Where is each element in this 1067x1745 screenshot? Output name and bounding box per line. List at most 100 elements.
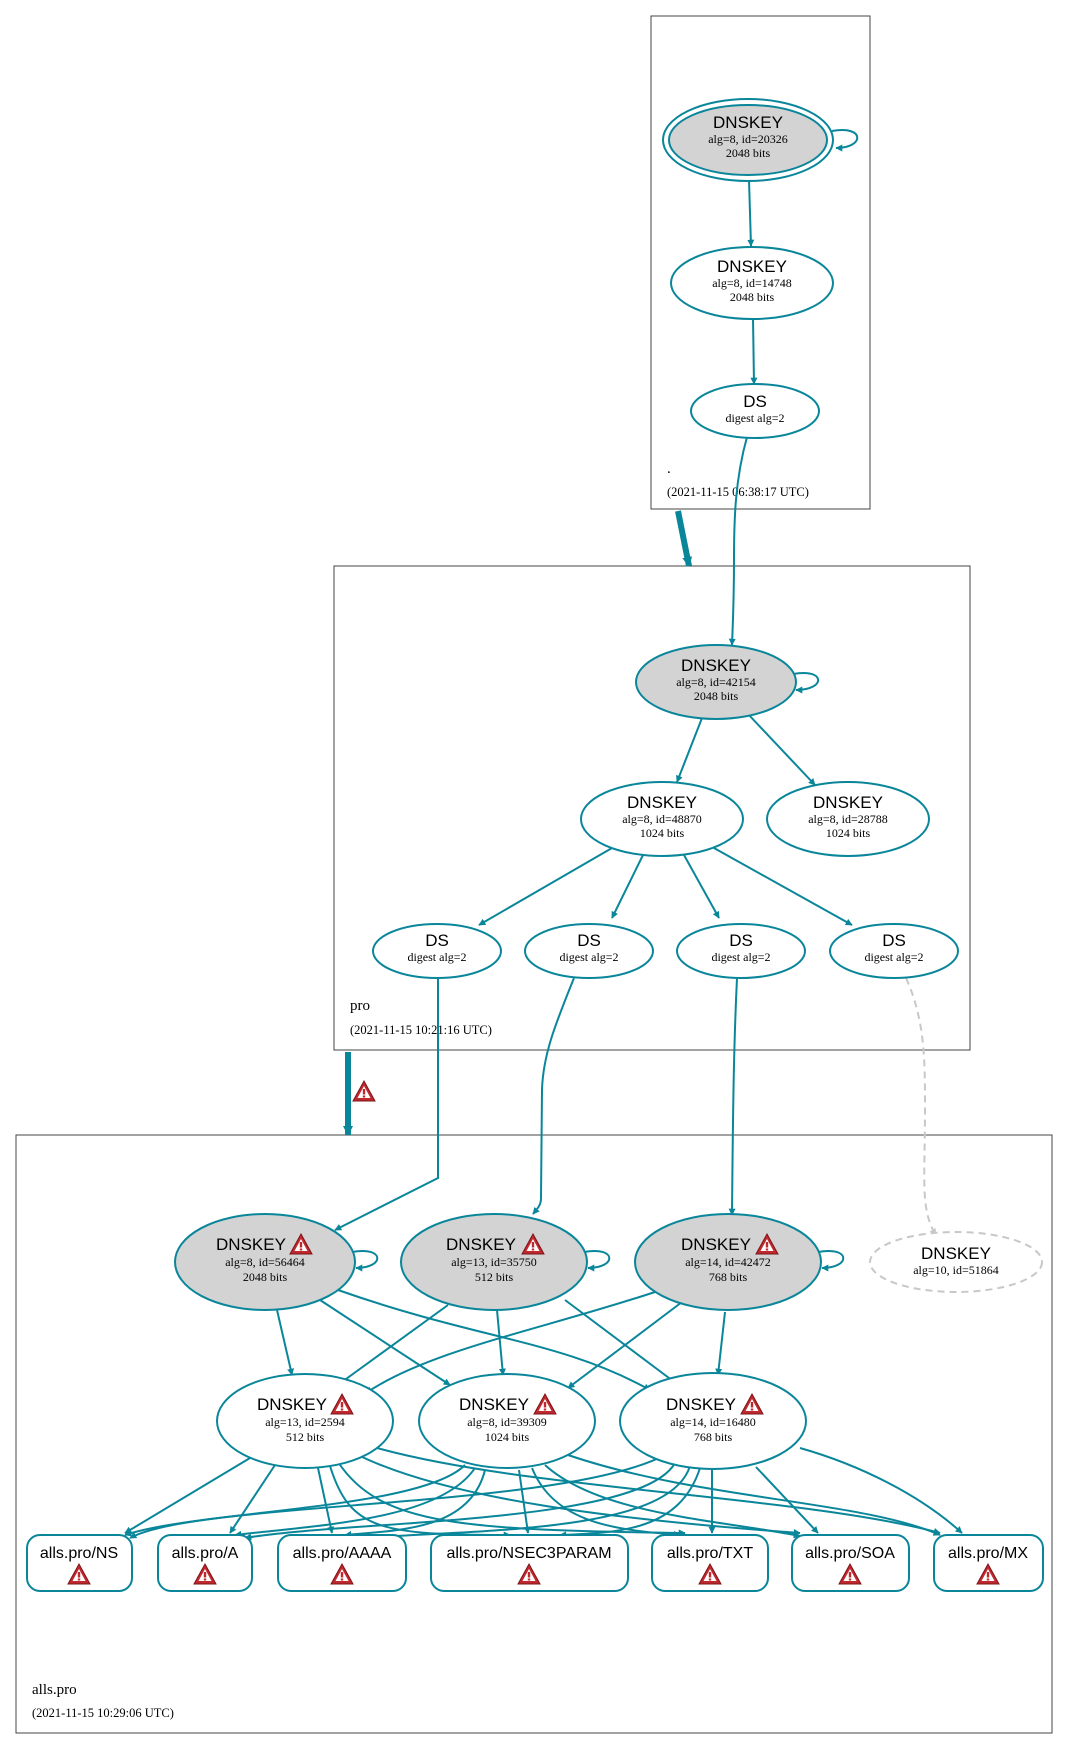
zone-root: . (2021-11-15 06:38:17 UTC): [650, 15, 871, 510]
edge-self-sign-alls-ksk1: [351, 1249, 379, 1272]
edge-alls-zsk3-to-ns: [129, 1454, 666, 1539]
rrset-nsec3param-label: alls.pro/NSEC3PARAM: [446, 1545, 611, 1562]
node-pro-zsk-28788-detail: alg=8, id=28788: [808, 812, 888, 826]
edge-alls-zsk3-to-mx: [799, 1447, 963, 1534]
rrset-txt-label: alls.pro/TXT: [667, 1545, 753, 1562]
edge-alls-zsk1-to-mx: [369, 1445, 941, 1535]
node-pro-ds-1[interactable]: DS digest alg=2: [372, 923, 502, 979]
node-alls-zsk-16480[interactable]: DNSKEY alg=14, id=16480 768 bits: [619, 1372, 807, 1470]
node-pro-ds-2-title: DS: [577, 931, 601, 950]
edge-alls-ksk1-to-zsk2: [319, 1299, 451, 1386]
node-pro-ds-1-title: DS: [425, 931, 449, 950]
edge-alls-zsk2-to-ns: [124, 1464, 466, 1537]
node-alls-missing-title: DNSKEY: [921, 1244, 991, 1263]
node-pro-zsk-48870-title: DNSKEY: [627, 793, 697, 812]
edge-pro-zsk1-to-ds2: [611, 854, 644, 919]
edge-alls-ksk3-to-zsk1: [365, 1291, 656, 1394]
edge-alls-ksk1-to-zsk1: [276, 1309, 294, 1376]
rrset-a-label: alls.pro/A: [172, 1545, 239, 1562]
zone-alls-pro-timestamp: (2021-11-15 10:29:06 UTC): [32, 1706, 174, 1720]
edge-alls-ksk3-to-zsk2: [567, 1301, 683, 1389]
node-root-ds-detail: digest alg=2: [725, 411, 784, 425]
node-alls-zsk-16480-size: 768 bits: [694, 1430, 733, 1444]
node-pro-ds-4[interactable]: DS digest alg=2: [829, 923, 959, 979]
node-alls-zsk-16480-title: DNSKEY: [666, 1395, 736, 1414]
node-pro-ksk-title: DNSKEY: [681, 656, 751, 675]
rrset-ns-label: alls.pro/NS: [40, 1545, 118, 1562]
edge-self-sign-root-ksk: [831, 129, 859, 152]
edge-alls-zsk3-to-a: [244, 1462, 676, 1541]
node-alls-ksk-42472-title: DNSKEY: [681, 1235, 751, 1254]
node-alls-zsk-39309[interactable]: DNSKEY alg=8, id=39309 1024 bits: [418, 1373, 596, 1469]
node-pro-ksk-detail: alg=8, id=42154: [676, 675, 756, 689]
edge-alls-zsk1-to-soa: [357, 1454, 801, 1537]
node-pro-ds-3[interactable]: DS digest alg=2: [676, 923, 806, 979]
edge-alls-zsk3-to-nsec3param: [559, 1467, 701, 1539]
node-alls-zsk-39309-title: DNSKEY: [459, 1395, 529, 1414]
rrset-nsec3param[interactable]: alls.pro/NSEC3PARAM: [430, 1534, 629, 1592]
node-root-zsk-title: DNSKEY: [717, 257, 787, 276]
node-pro-ds-4-title: DS: [882, 931, 906, 950]
node-pro-ksk-size: 2048 bits: [694, 689, 739, 703]
zone-alls-pro-name: alls.pro: [32, 1682, 77, 1698]
edge-alls-ksk1-to-zsk3: [337, 1289, 651, 1391]
node-alls-zsk-2594-title: DNSKEY: [257, 1395, 327, 1414]
node-alls-ksk-35750[interactable]: DNSKEY alg=13, id=35750 512 bits: [400, 1213, 588, 1311]
zone-pro-timestamp: (2021-11-15 10:21:16 UTC): [350, 1023, 492, 1037]
rrset-ns[interactable]: alls.pro/NS: [26, 1534, 133, 1592]
node-alls-ksk-42472[interactable]: DNSKEY alg=14, id=42472 768 bits: [634, 1213, 822, 1311]
node-root-zsk[interactable]: DNSKEY alg=8, id=14748 2048 bits: [670, 246, 834, 320]
rrset-a[interactable]: alls.pro/A: [157, 1534, 253, 1592]
node-alls-zsk-2594[interactable]: DNSKEY alg=13, id=2594 512 bits: [216, 1373, 394, 1469]
edge-alls-zsk1-to-aaaa: [317, 1467, 335, 1534]
edge-self-sign-pro-ksk: [792, 671, 820, 694]
node-root-ksk-detail: alg=8, id=20326: [708, 132, 788, 146]
node-pro-ds-4-detail: digest alg=2: [864, 950, 923, 964]
node-pro-zsk-48870-size: 1024 bits: [640, 826, 685, 840]
node-alls-ksk-42472-size: 768 bits: [709, 1270, 748, 1284]
node-pro-zsk-48870-detail: alg=8, id=48870: [622, 812, 702, 826]
edge-alls-zsk3-to-aaaa: [354, 1465, 691, 1542]
node-pro-ds-2-detail: digest alg=2: [559, 950, 618, 964]
node-root-zsk-detail: alg=8, id=14748: [712, 276, 792, 290]
edge-alls-zsk2-to-aaaa: [344, 1469, 486, 1538]
edge-pro-ksk-to-zsk1: [676, 717, 703, 783]
node-pro-ds-2[interactable]: DS digest alg=2: [524, 923, 654, 979]
rrset-mx[interactable]: alls.pro/MX: [933, 1534, 1044, 1592]
edge-alls-zsk1-to-a: [229, 1464, 276, 1534]
edge-pro-zsk1-to-ds4: [713, 847, 853, 926]
node-root-ksk[interactable]: DNSKEY alg=8, id=20326 2048 bits: [662, 98, 834, 182]
node-pro-ds-3-title: DS: [729, 931, 753, 950]
edge-alls-ksk2-to-zsk2: [496, 1309, 506, 1376]
zone-pro-name: pro: [350, 998, 370, 1014]
rrset-txt[interactable]: alls.pro/TXT: [651, 1534, 769, 1592]
node-alls-ksk-56464-size: 2048 bits: [243, 1270, 288, 1284]
node-alls-ksk-56464-title: DNSKEY: [216, 1235, 286, 1254]
edge-alls-ksk3-to-zsk3: [715, 1311, 726, 1376]
edge-pro-ksk-to-zsk2: [747, 713, 816, 786]
node-pro-zsk-28788-title: DNSKEY: [813, 793, 883, 812]
node-pro-ksk[interactable]: DNSKEY alg=8, id=42154 2048 bits: [635, 644, 797, 720]
edge-alls-zsk2-to-a: [234, 1467, 476, 1538]
node-alls-zsk-16480-detail: alg=14, id=16480: [670, 1415, 756, 1429]
node-alls-zsk-39309-detail: alg=8, id=39309: [467, 1415, 547, 1429]
rrset-soa-label: alls.pro/SOA: [805, 1545, 895, 1562]
zone-alls-pro-box: [15, 1134, 1053, 1734]
node-root-ksk-title: DNSKEY: [713, 113, 783, 132]
node-pro-zsk-28788[interactable]: DNSKEY alg=8, id=28788 1024 bits: [766, 781, 930, 857]
node-alls-missing-dnskey-51864[interactable]: DNSKEY alg=10, id=51864: [869, 1231, 1043, 1293]
edge-pro-ds2-to-alls-ksk2: [532, 977, 575, 1215]
node-root-ds-title: DS: [743, 392, 767, 411]
edge-root-ds-to-pro-ksk: [728, 436, 748, 646]
rrset-aaaa[interactable]: alls.pro/AAAA: [277, 1534, 407, 1592]
node-alls-ksk-56464[interactable]: DNSKEY alg=8, id=56464 2048 bits: [174, 1213, 356, 1311]
edge-alls-zsk2-to-nsec3param: [518, 1469, 531, 1534]
rrset-mx-label: alls.pro/MX: [948, 1545, 1028, 1562]
rrset-soa[interactable]: alls.pro/SOA: [791, 1534, 910, 1592]
node-pro-zsk-48870[interactable]: DNSKEY alg=8, id=48870 1024 bits: [580, 781, 744, 857]
node-root-ds[interactable]: DS digest alg=2: [690, 383, 820, 439]
node-alls-zsk-2594-size: 512 bits: [286, 1430, 325, 1444]
node-root-zsk-size: 2048 bits: [730, 290, 775, 304]
edge-pro-zsk1-to-ds1: [478, 847, 613, 926]
